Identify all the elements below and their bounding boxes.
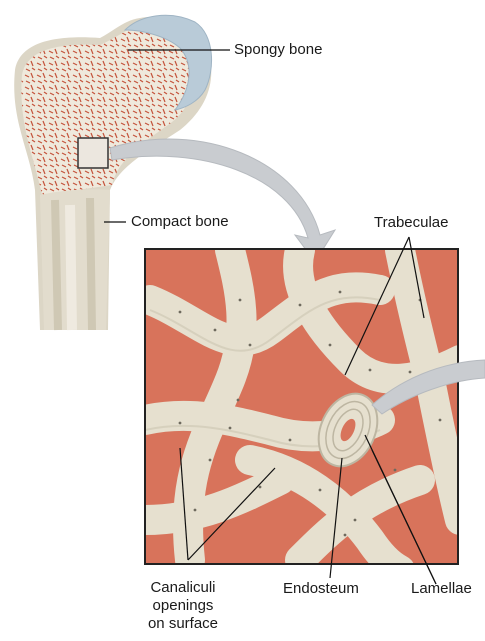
magnified-region-marker [78,138,108,168]
label-spongy-bone: Spongy bone [234,41,322,59]
magnified-spongy-bone [145,249,460,570]
label-compact-bone: Compact bone [131,213,229,231]
magnify-arrow [110,139,335,262]
label-canaliculi-line1: Canaliculi [128,579,238,597]
label-canaliculi-line2: openings [128,597,238,615]
label-trabeculae: Trabeculae [374,214,449,232]
label-canaliculi: Canaliculi openings on surface [128,579,238,633]
label-lamellae: Lamellae [411,580,472,598]
spongy-bone-region [21,25,193,195]
label-canaliculi-line3: on surface [128,615,238,633]
label-endosteum: Endosteum [283,580,359,598]
